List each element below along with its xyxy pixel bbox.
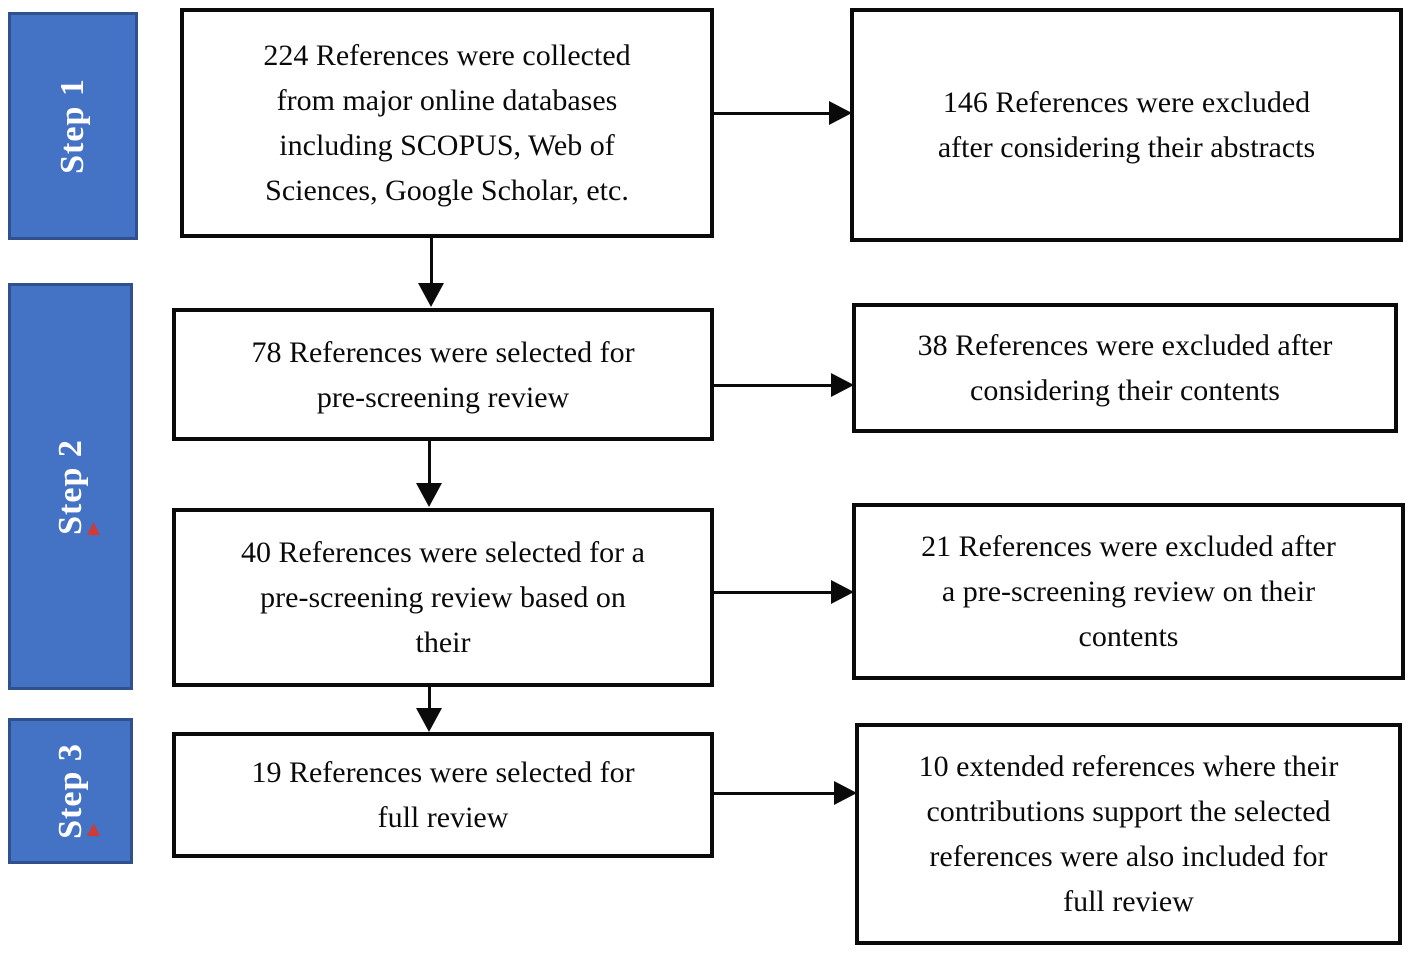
arrow-line	[714, 590, 831, 594]
step-2-box: Step 2 ▲	[8, 283, 133, 690]
extended-references-box-text: 10 extended references where their contr…	[918, 750, 1339, 918]
extended-references-box: 10 extended references where their contr…	[855, 723, 1402, 945]
red-triangle-icon: ▲	[87, 518, 101, 538]
process-box-prescreening-selected-text: 78 References were selected for pre-scre…	[251, 335, 635, 414]
excluded-box-contents-text: 38 References were excluded after consid…	[917, 329, 1333, 407]
arrow-line	[427, 687, 431, 708]
arrow-line	[427, 441, 431, 483]
arrowhead-right-icon	[831, 580, 854, 604]
arrowhead-down-icon	[418, 283, 444, 307]
arrowhead-right-icon	[834, 781, 857, 805]
excluded-box-prescreening-contents: 21 References were excluded after a pre-…	[852, 503, 1405, 680]
arrow-line	[714, 791, 834, 795]
arrow-line	[714, 383, 831, 387]
process-box-references-collected: 224 References were collected from major…	[180, 8, 714, 238]
arrowhead-right-icon	[831, 373, 854, 397]
red-triangle-icon: ▲	[87, 819, 101, 839]
process-box-references-collected-text: 224 References were collected from major…	[263, 39, 631, 207]
process-box-full-review-text: 19 References were selected for full rev…	[251, 756, 635, 834]
right-arrow-step1	[714, 100, 852, 126]
process-box-prescreening-review: 40 References were selected for a pre-sc…	[172, 508, 714, 687]
arrowhead-down-icon	[416, 483, 442, 507]
excluded-box-prescreening-contents-text: 21 References were excluded after a pre-…	[921, 530, 1336, 653]
excluded-box-abstracts: 146 References were excluded after consi…	[850, 8, 1403, 242]
step-3-label: Step 3	[51, 743, 89, 839]
excluded-box-abstracts-text: 146 References were excluded after consi…	[937, 86, 1316, 164]
process-box-prescreening-selected: 78 References were selected for pre-scre…	[172, 308, 714, 441]
right-arrow-step3	[714, 780, 857, 806]
step-1-box: Step 1	[8, 12, 138, 240]
arrowhead-down-icon	[416, 708, 442, 732]
right-arrow-step2a	[714, 372, 854, 398]
step-3-box: Step 3 ▲	[8, 718, 133, 864]
step-2-label: Step 2	[51, 438, 89, 535]
down-arrow-3	[416, 687, 442, 732]
step-1-label: Step 1	[53, 78, 91, 174]
down-arrow-1	[418, 238, 444, 307]
arrow-line	[714, 111, 829, 115]
down-arrow-2	[416, 441, 442, 507]
right-arrow-step2b	[714, 579, 854, 605]
arrowhead-right-icon	[829, 101, 852, 125]
process-box-full-review: 19 References were selected for full rev…	[172, 732, 714, 858]
process-box-prescreening-review-text: 40 References were selected for a pre-sc…	[241, 536, 645, 659]
excluded-box-contents: 38 References were excluded after consid…	[852, 303, 1398, 433]
arrow-line	[429, 238, 433, 283]
